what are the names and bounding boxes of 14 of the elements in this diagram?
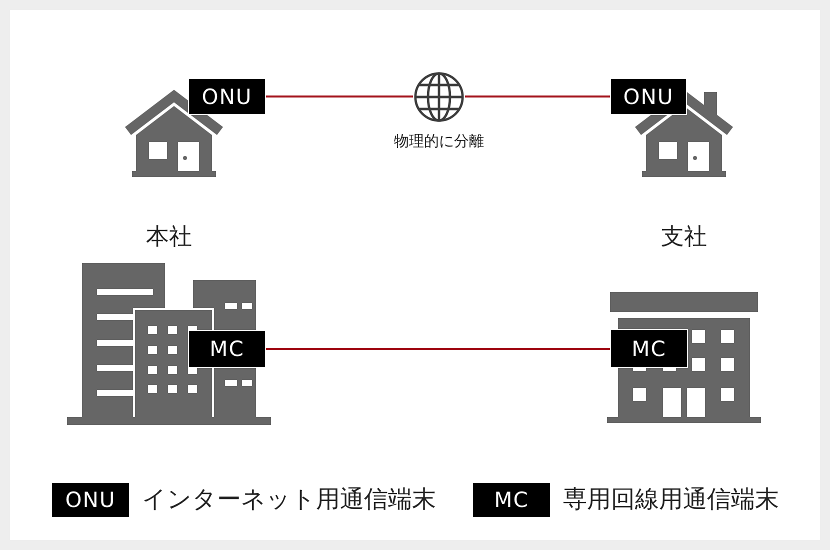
site-label: 本社: [145, 224, 193, 252]
legend-text: インターネット用通信端末: [142, 485, 436, 514]
device-tag: MC: [610, 329, 688, 368]
device-tag: ONU: [51, 482, 130, 518]
device-tag: ONU: [610, 78, 687, 115]
device-tag: MC: [472, 482, 551, 518]
caption-text: 物理的に分離: [393, 132, 485, 150]
connector-line: [266, 348, 610, 350]
site-label: 支社: [660, 224, 708, 252]
connector-line: [465, 96, 610, 98]
legend-text: 専用回線用通信端末: [563, 485, 779, 514]
device-tag: MC: [188, 330, 266, 368]
connector-line: [266, 96, 413, 98]
device-tag: ONU: [188, 78, 266, 115]
